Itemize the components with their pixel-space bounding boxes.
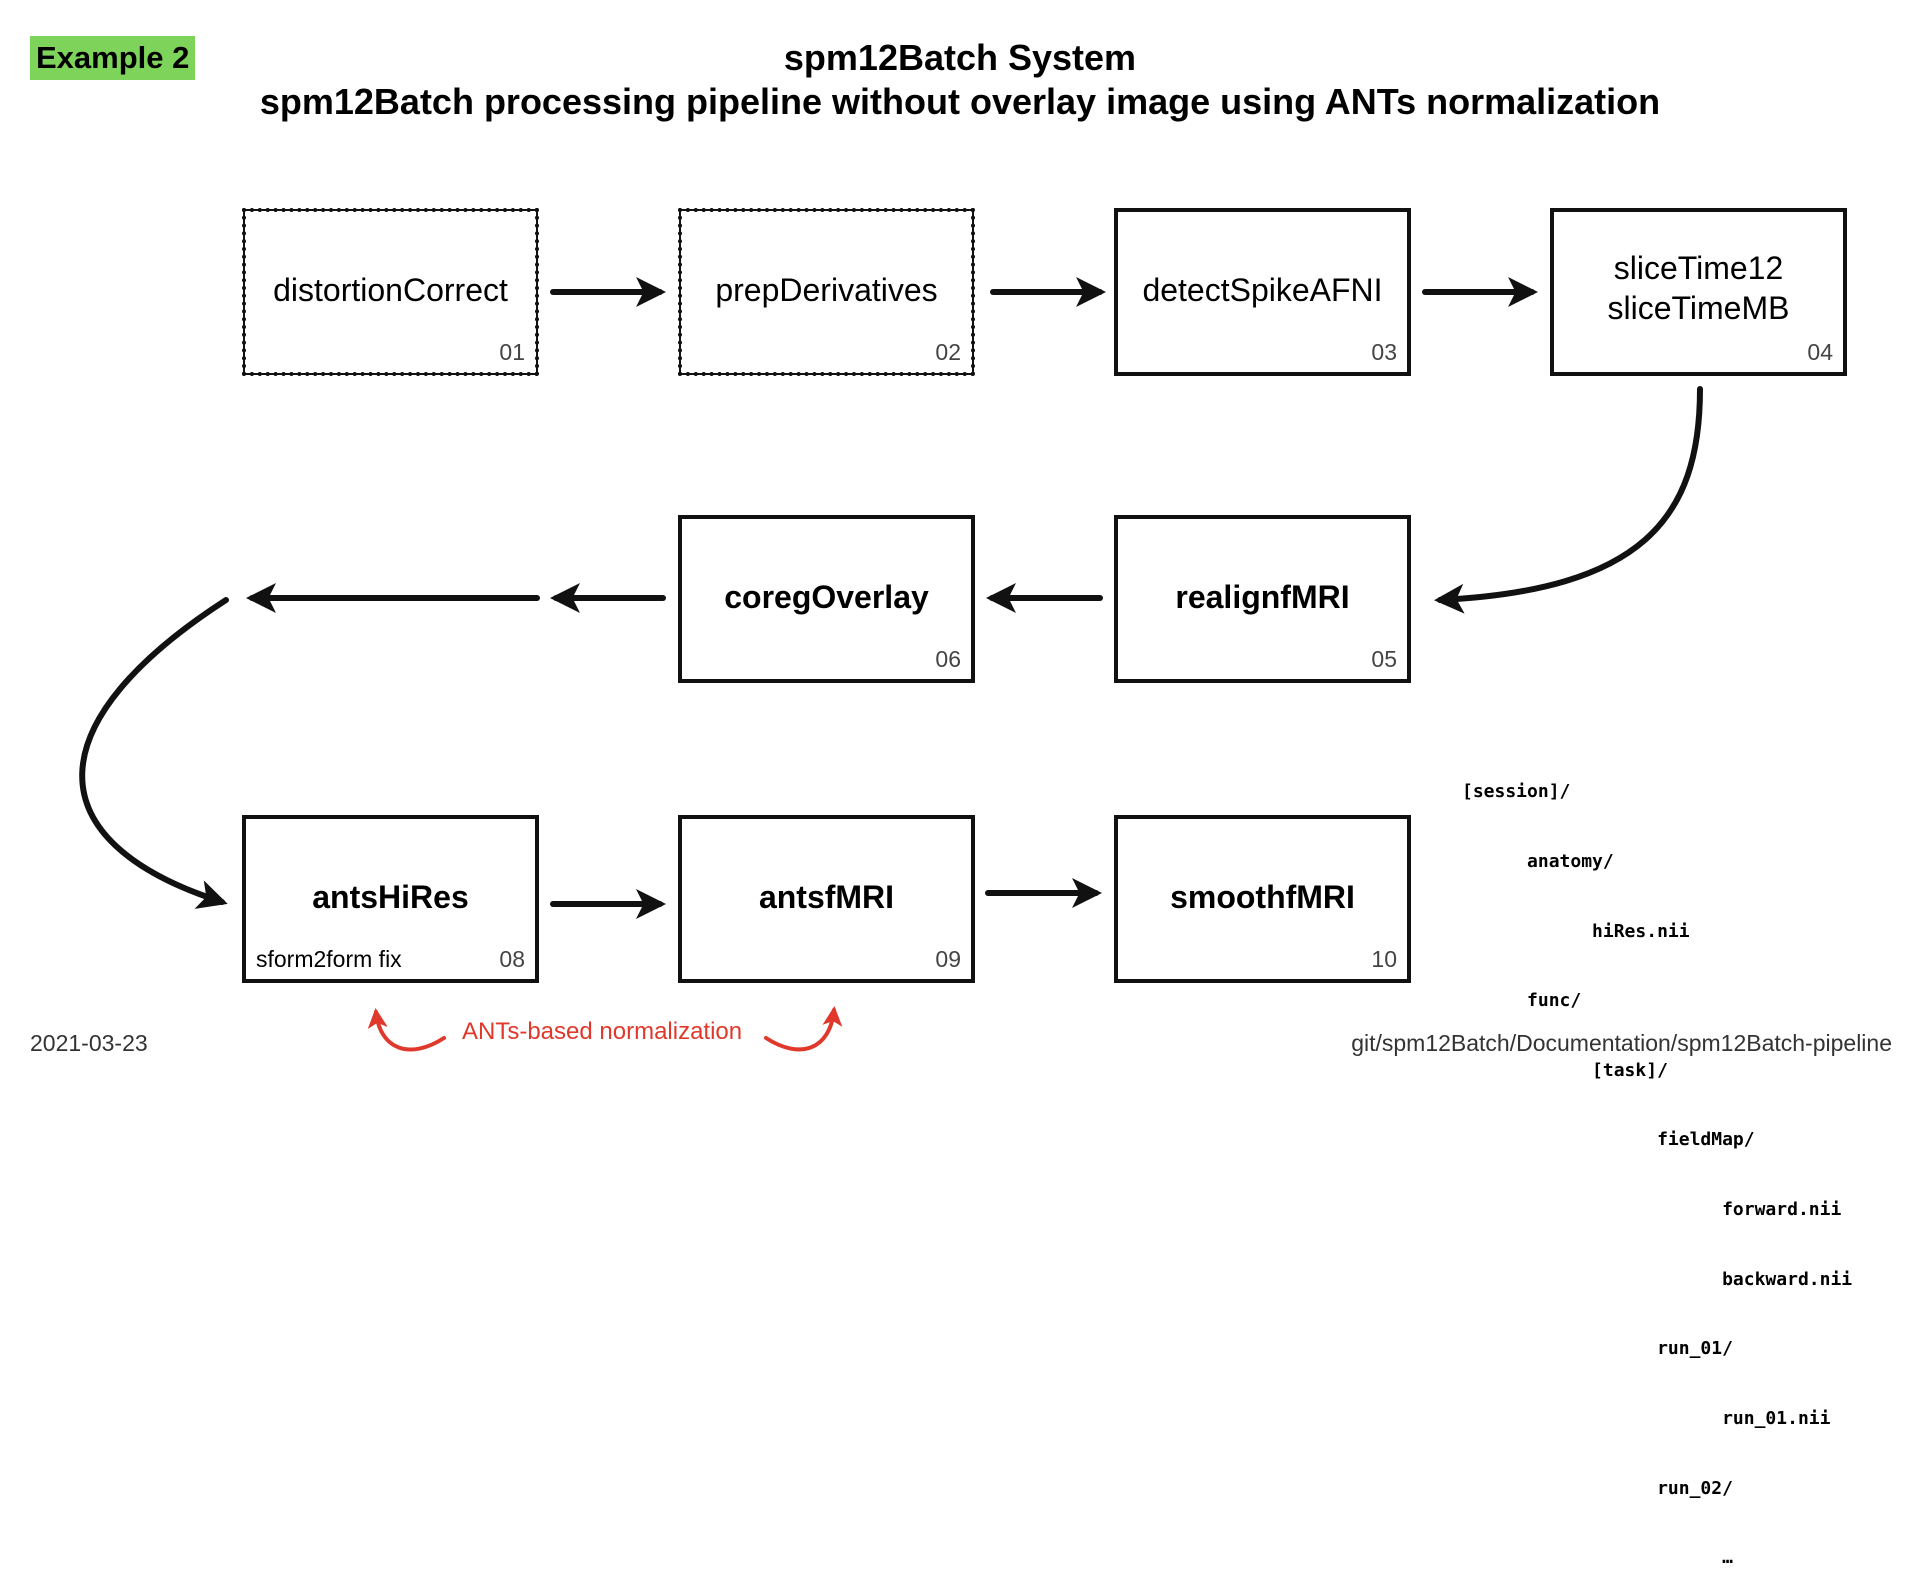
step-name-line-2: sliceTimeMB — [1607, 290, 1790, 326]
step-number: 03 — [1371, 339, 1397, 365]
tree-line: hiRes.nii — [1462, 920, 1690, 942]
arrow-loop-08 — [79, 597, 229, 909]
step-name: distortionCorrect — [273, 272, 508, 308]
step-number: 10 — [1371, 946, 1397, 972]
step-box-06: coregOverlay 06 — [678, 515, 975, 683]
tree-line: [session]/ — [1462, 781, 1571, 803]
step-name: coregOverlay — [724, 579, 929, 615]
step-box-01: distortionCorrect 01 — [242, 208, 539, 376]
step-box-03: detectSpikeAFNI 03 — [1114, 208, 1411, 376]
step-number: 02 — [935, 339, 961, 365]
tree-line: anatomy/ — [1462, 851, 1614, 873]
step-number: 04 — [1807, 339, 1833, 365]
step-box-09: antsfMRI 09 — [678, 815, 975, 983]
tree-line: run_02/ — [1462, 1477, 1733, 1499]
tree-line: func/ — [1462, 990, 1582, 1012]
annotation-arrow-left — [367, 1008, 446, 1052]
step-number: 05 — [1371, 646, 1397, 672]
diagram-subtitle: spm12Batch processing pipeline without o… — [259, 81, 1661, 122]
step-number: 06 — [935, 646, 961, 672]
annotation-arrow-right — [764, 1006, 843, 1052]
tree-line: fieldMap/ — [1462, 1129, 1755, 1151]
step-name: antsfMRI — [758, 879, 895, 915]
tree-line: run_01/ — [1462, 1338, 1733, 1360]
step-name: antsHiRes — [312, 879, 469, 915]
step-name-line-1: sliceTime12 — [1613, 250, 1784, 286]
ants-normalization-note: ANTs-based normalization — [462, 1018, 743, 1045]
step-box-08: antsHiRes sform2form fix 08 — [242, 815, 539, 983]
step-box-04: sliceTime12 sliceTimeMB 04 — [1550, 208, 1847, 376]
step-name: smoothfMRI — [1170, 879, 1355, 915]
step-box-10: smoothfMRI 10 — [1114, 815, 1411, 983]
directory-tree: [session]/ anatomy/ hiRes.nii func/ [tas… — [1462, 734, 1852, 1593]
step-name: prepDerivatives — [715, 272, 938, 308]
pipeline-arrows — [79, 277, 1703, 1052]
step-box-02: prepDerivatives 02 — [678, 208, 975, 376]
example-badge: Example 2 — [30, 36, 196, 80]
step-name: realignfMRI — [1175, 579, 1350, 615]
tree-line: … — [1462, 1547, 1733, 1569]
arrow-04-05 — [1434, 386, 1703, 614]
footer-path: git/spm12Batch/Documentation/spm12Batch-… — [1351, 1030, 1892, 1056]
step-number: 01 — [499, 339, 525, 365]
tree-line: forward.nii — [1462, 1199, 1842, 1221]
tree-line: [task]/ — [1462, 1059, 1668, 1081]
step-box-05: realignfMRI 05 — [1114, 515, 1411, 683]
step-note: sform2form fix — [256, 946, 402, 972]
footer-date: 2021-03-23 — [30, 1030, 148, 1056]
step-number: 08 — [499, 946, 525, 972]
tree-line: run_01.nii — [1462, 1407, 1831, 1429]
diagram-title: spm12Batch System — [783, 37, 1137, 78]
step-name: sliceTime12 sliceTimeMB — [1554, 248, 1843, 328]
step-number: 09 — [935, 946, 961, 972]
tree-line: backward.nii — [1462, 1268, 1853, 1290]
step-name: detectSpikeAFNI — [1142, 272, 1383, 308]
